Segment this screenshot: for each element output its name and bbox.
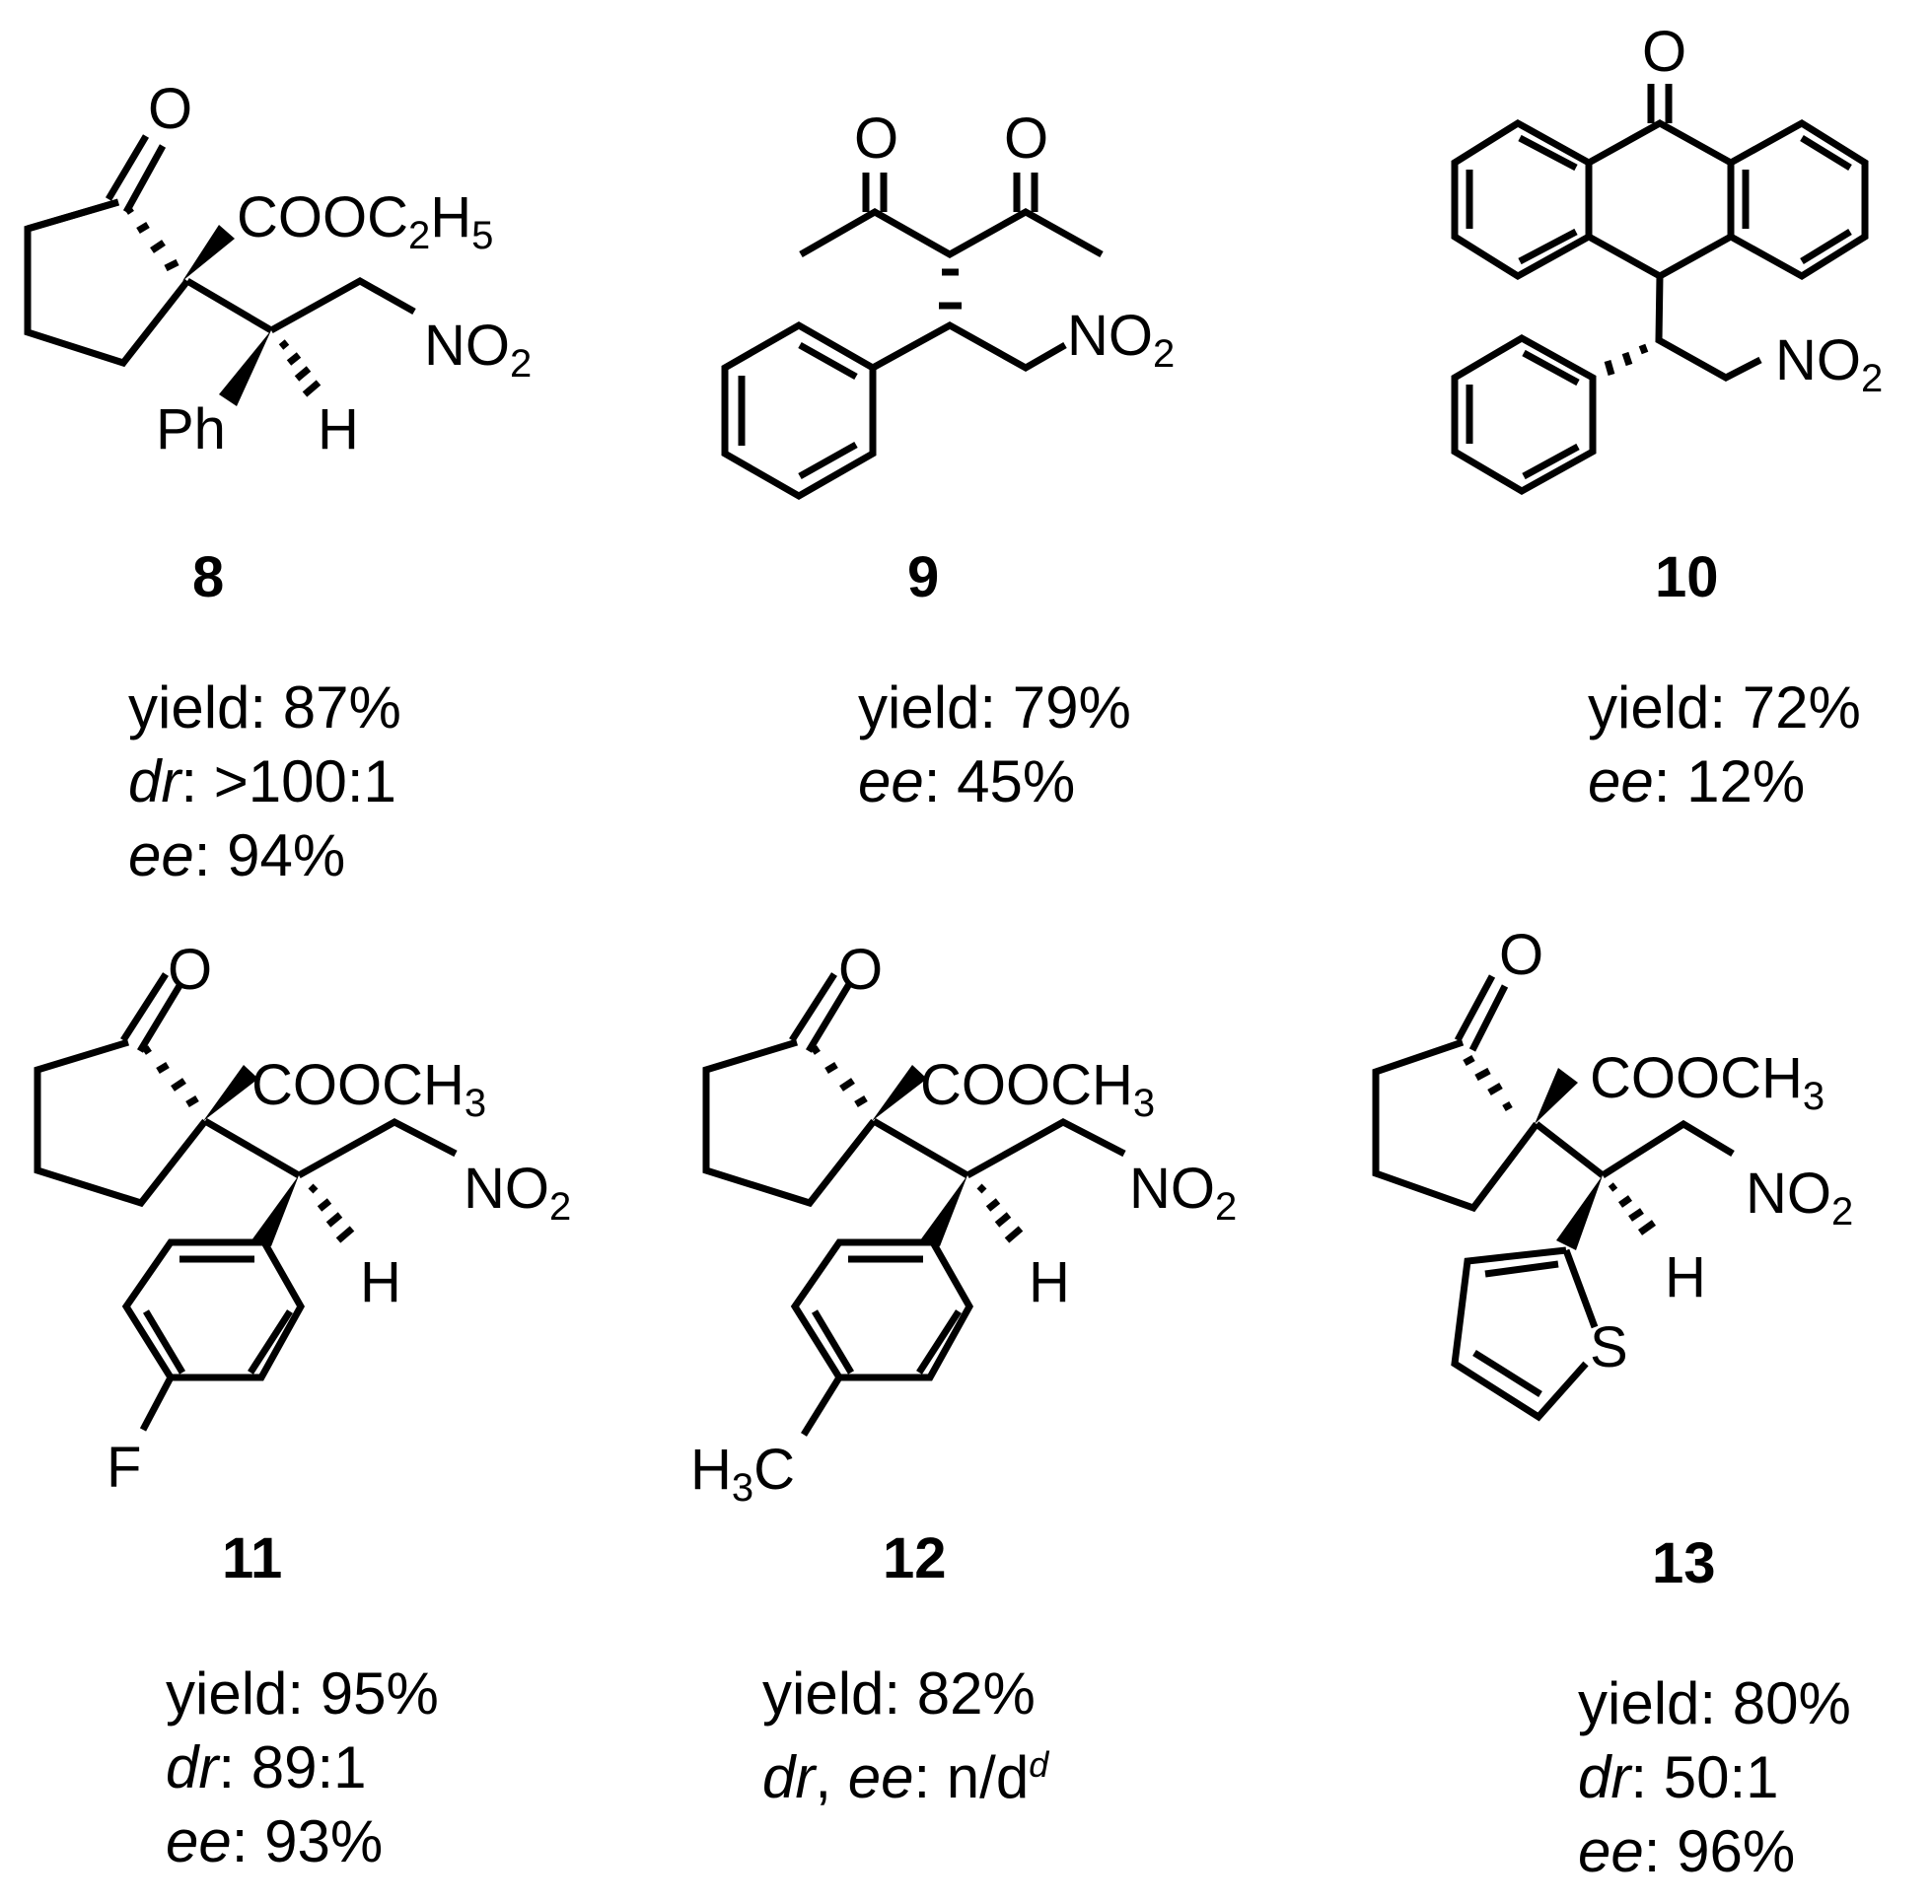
methyl-label: H3C [690, 1438, 795, 1510]
svg-text:O: O [1004, 106, 1048, 171]
stats-8: yield: 87% dr: >100:1 ee: 94% [128, 670, 401, 892]
svg-text:NO2: NO2 [1775, 328, 1883, 400]
dr-line: dr: 89:1 [166, 1734, 367, 1800]
svg-text:O: O [838, 938, 883, 1002]
svg-text:COOCH3: COOCH3 [920, 1053, 1155, 1125]
stats-10: yield: 72% ee: 12% [1588, 670, 1861, 818]
ee-line: ee: 45% [858, 748, 1076, 814]
compound-number-10: 10 [1655, 545, 1719, 609]
fluorine-label: F [107, 1436, 141, 1500]
svg-text:H: H [1665, 1245, 1706, 1309]
compound-number-13: 13 [1652, 1531, 1716, 1595]
svg-text:O: O [1499, 923, 1543, 987]
svg-text:COOCH3: COOCH3 [1590, 1046, 1825, 1118]
yield-line: yield: 72% [1588, 674, 1861, 740]
svg-text:O: O [1642, 20, 1686, 84]
phenyl-label: Ph [156, 397, 226, 461]
svg-text:COOCH3: COOCH3 [251, 1053, 486, 1125]
structure-10: O NO2 10 [1451, 20, 1883, 609]
svg-text:H: H [1029, 1250, 1070, 1314]
structure-8: O COOC2H5 NO2 Ph H 8 [24, 77, 532, 609]
structure-13: COOCH3 NO2 O H S 13 [1372, 923, 1853, 1595]
svg-text:O: O [854, 106, 898, 171]
oxygen-label: O [148, 77, 192, 141]
compound-number-9: 9 [907, 545, 939, 609]
structure-12: COOCH3 NO2 O H H3C 12 [690, 938, 1237, 1590]
compound-number-8: 8 [192, 545, 224, 609]
ee-line: ee: 96% [1578, 1818, 1796, 1884]
stats-9: yield: 79% ee: 45% [858, 670, 1131, 818]
svg-text:NO2: NO2 [1129, 1157, 1237, 1229]
stats-13: yield: 80% dr: 50:1 ee: 96% [1578, 1666, 1851, 1888]
svg-text:COOC2H5: COOC2H5 [237, 185, 493, 257]
svg-text:NO2: NO2 [464, 1157, 571, 1229]
footnote-marker: d [1029, 1744, 1049, 1785]
stats-11: yield: 95% dr: 89:1 ee: 93% [166, 1657, 439, 1878]
sulfur-label: S [1590, 1315, 1628, 1379]
svg-text:O: O [168, 938, 212, 1002]
yield-line: yield: 87% [128, 674, 401, 740]
svg-text:NO2: NO2 [1067, 304, 1175, 376]
hydrogen-label: H [318, 397, 359, 461]
yield-line: yield: 95% [166, 1660, 439, 1727]
svg-text:H: H [360, 1250, 401, 1314]
compound-number-12: 12 [883, 1526, 947, 1590]
compound-number-11: 11 [222, 1526, 282, 1590]
yield-line: yield: 82% [762, 1660, 1036, 1727]
yield-line: yield: 79% [858, 674, 1131, 740]
stats-12: yield: 82% dr, ee: n/dd [762, 1652, 1048, 1819]
ee-line: ee: 94% [128, 822, 346, 888]
dr-line: dr: >100:1 [128, 748, 396, 814]
svg-text:NO2: NO2 [424, 314, 532, 386]
dr-line: dr: 50:1 [1578, 1744, 1779, 1810]
dr-ee-line: dr, ee: n/dd [762, 1744, 1049, 1810]
yield-line: yield: 80% [1578, 1670, 1851, 1736]
structure-11: COOCH3 NO2 O H F 11 [34, 938, 571, 1590]
structure-9: O O NO2 9 [721, 106, 1175, 609]
svg-text:NO2: NO2 [1746, 1162, 1853, 1234]
ee-line: ee: 93% [166, 1808, 384, 1874]
ee-line: ee: 12% [1588, 748, 1806, 814]
